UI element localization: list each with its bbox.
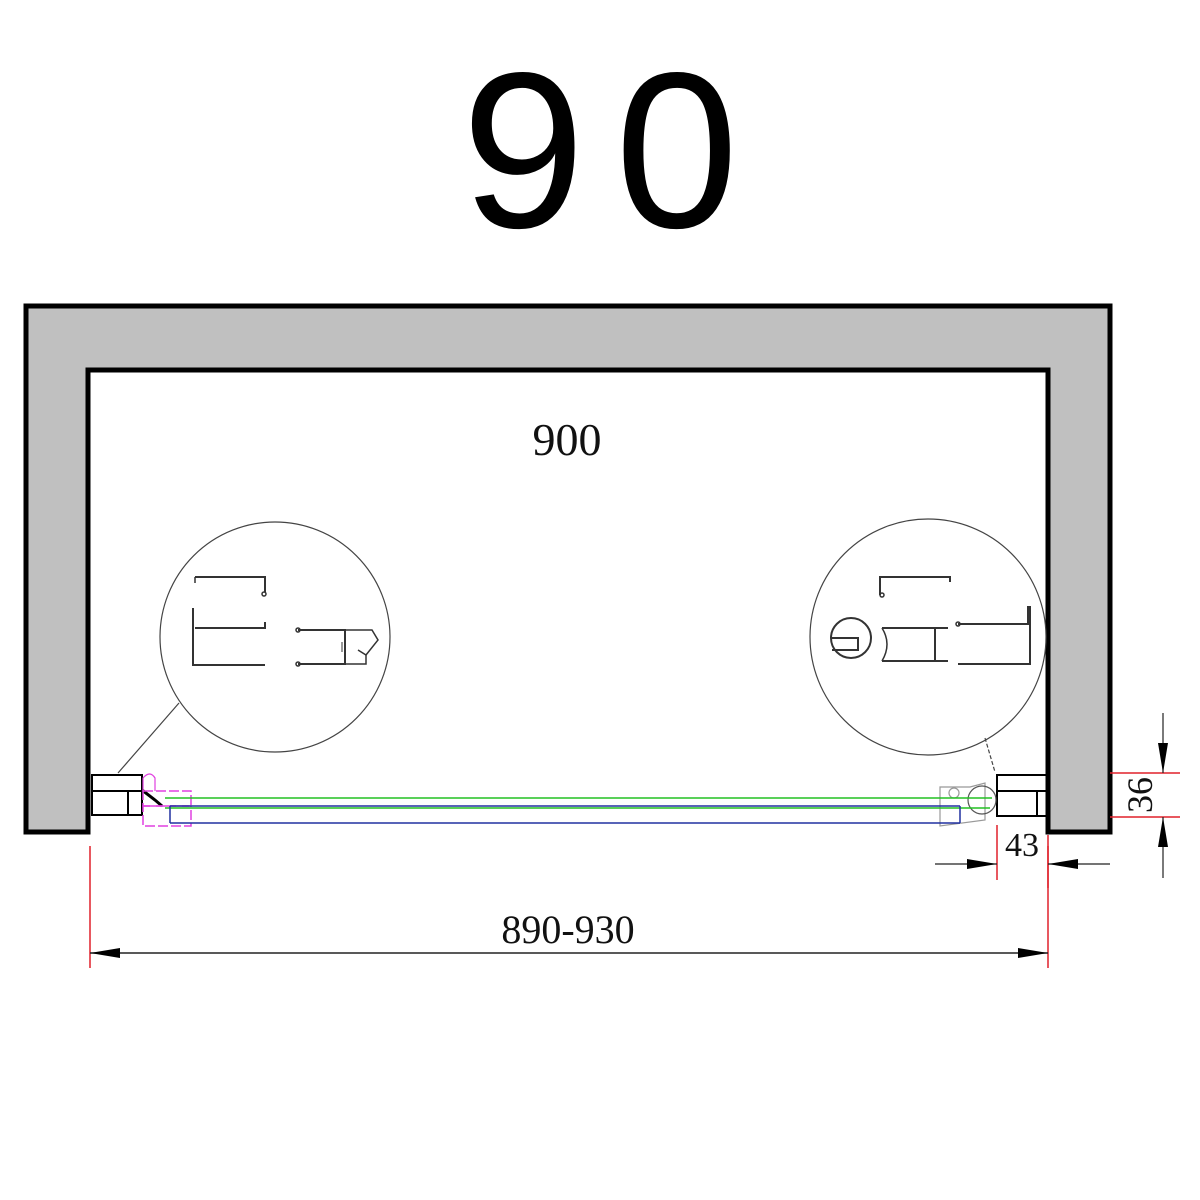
right-handle-profile <box>939 782 997 827</box>
inner-width-label: 900 <box>533 414 602 465</box>
sliding-glass-panel <box>169 805 961 824</box>
adjustment-range-label: 890-930 <box>501 907 634 952</box>
wall-outline <box>23 303 1113 835</box>
left-wall-profile <box>91 774 163 816</box>
profile-offset-label: 43 <box>1005 827 1039 864</box>
profile-depth-label: 36 <box>1120 777 1160 813</box>
fixed-glass-panel <box>165 797 992 809</box>
left-seal-guide <box>142 773 192 827</box>
left-profile-detail <box>117 521 391 774</box>
overall-width-dimension: 890-930 <box>89 846 1049 968</box>
profile-offset-dimension: 43 <box>935 825 1110 888</box>
right-profile-detail <box>809 518 1047 773</box>
profile-depth-dimension: 36 <box>1110 713 1180 878</box>
right-wall-profile <box>996 774 1048 817</box>
size-title: 90 <box>461 27 769 275</box>
